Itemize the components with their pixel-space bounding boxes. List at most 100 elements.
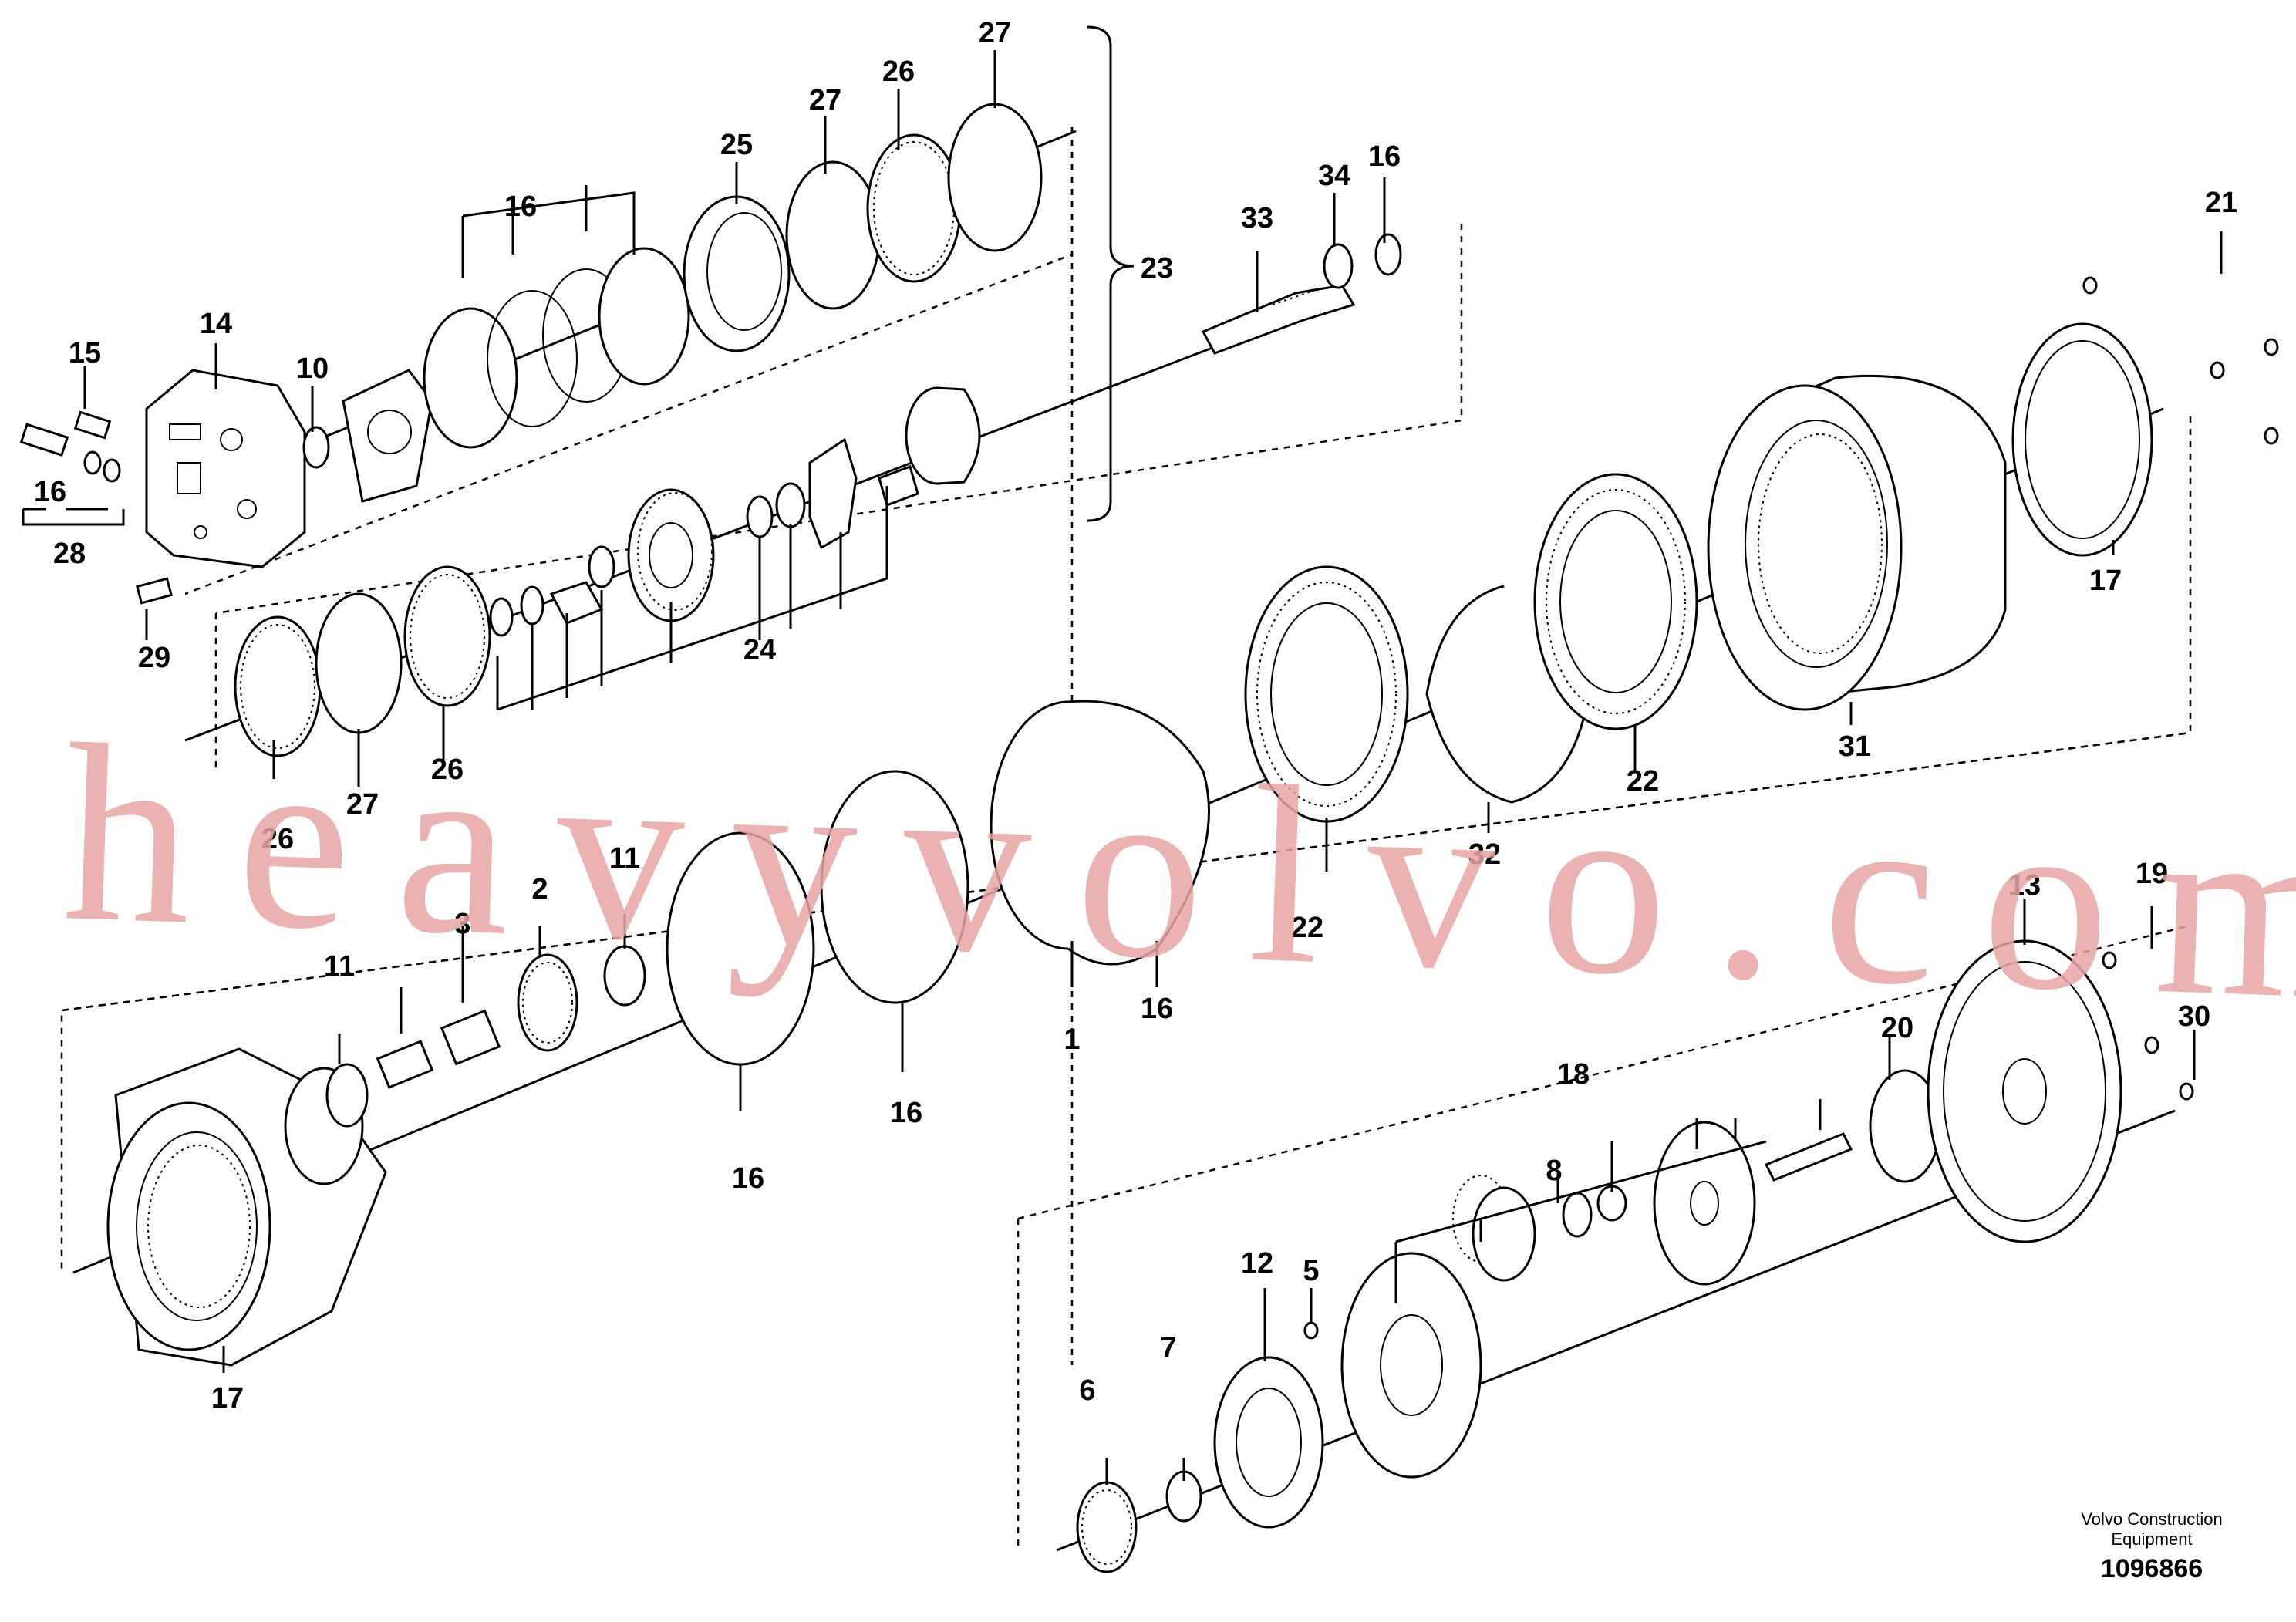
bearing — [1323, 243, 1354, 289]
callout-16: 16 — [1368, 140, 1401, 173]
callout-21: 21 — [2205, 187, 2237, 219]
sun-gear — [1076, 1481, 1138, 1573]
carrier-assembly — [1017, 924, 2194, 1573]
callout-31: 31 — [1839, 730, 1871, 763]
callout-30: 30 — [2178, 1000, 2210, 1033]
callout-16: 16 — [732, 1162, 764, 1195]
title-block: Volvo Construction Equipment 1096866 — [2081, 1509, 2222, 1583]
separator-plate — [947, 103, 1043, 252]
o-ring — [598, 247, 690, 386]
valve-block — [145, 369, 306, 568]
brake-piston — [683, 195, 791, 352]
callout-3: 3 — [454, 908, 470, 940]
seal-ring — [820, 770, 969, 1004]
roller-bearing — [1244, 565, 1409, 823]
planet-gear — [517, 953, 578, 1052]
retainer-plate — [808, 437, 858, 550]
callout-13: 13 — [2008, 869, 2041, 902]
cover-ring — [2011, 322, 2153, 557]
friction-plate — [403, 565, 491, 707]
watermark: heavyvolvo.com — [59, 692, 2296, 1055]
callout-18: 18 — [1557, 1058, 1590, 1091]
o-ring — [487, 290, 578, 427]
cylinder-block — [627, 488, 715, 622]
planet-carrier — [1340, 1175, 1536, 1479]
spring-holder — [549, 581, 604, 625]
callout-27: 27 — [979, 17, 1011, 49]
swash-plate — [905, 386, 981, 485]
callout-19: 19 — [2136, 858, 2168, 890]
callout-17: 17 — [2089, 565, 2122, 597]
callout-11: 11 — [609, 842, 640, 875]
callout-26: 26 — [431, 754, 464, 786]
snap-ring — [489, 597, 514, 637]
callout-22: 22 — [1627, 765, 1659, 798]
callout-29: 29 — [138, 642, 170, 674]
callout-26: 26 — [882, 56, 915, 88]
drive-shaft — [1201, 284, 1356, 355]
roller-bearing — [1533, 473, 1698, 730]
callout-28: 28 — [53, 538, 86, 570]
sun-gear-shaft — [1764, 1132, 1853, 1182]
thrust-plate — [1213, 1356, 1324, 1529]
fitting — [19, 410, 174, 605]
washer — [520, 585, 544, 626]
thrust-plate — [1653, 1121, 1756, 1286]
needle-bearing — [1562, 1192, 1593, 1238]
hub-assembly — [60, 276, 2279, 1367]
callout-7: 7 — [1160, 1332, 1176, 1364]
upper-assembly — [19, 25, 1463, 1365]
friction-plate — [866, 133, 962, 283]
bolt — [2082, 276, 2279, 445]
callout-25: 25 — [720, 129, 753, 161]
leader-lines — [22, 50, 2223, 1485]
callout-23: 23 — [1141, 252, 1173, 285]
brand-line-1: Volvo Construction — [2081, 1509, 2222, 1529]
callout-14: 14 — [200, 308, 232, 340]
callout-16: 16 — [890, 1097, 922, 1129]
floating-seal — [990, 700, 1210, 966]
drawing-number: 1096866 — [2101, 1554, 2203, 1583]
callout-24: 24 — [743, 634, 776, 666]
callout-27: 27 — [809, 84, 841, 116]
callout-2: 2 — [531, 873, 548, 905]
bearing — [775, 482, 806, 528]
separator-plate — [785, 160, 881, 310]
snap-ring — [746, 495, 774, 538]
callout-11: 11 — [324, 950, 355, 983]
ring-gear-housing — [1707, 374, 2007, 711]
group-frame-line — [1017, 924, 2191, 1220]
hub-carrier — [106, 1047, 387, 1367]
callout-6: 6 — [1079, 1374, 1095, 1407]
brand-line-2: Equipment — [2111, 1529, 2192, 1549]
seal — [1374, 233, 1402, 276]
needle-bearing — [440, 1009, 501, 1066]
callout-12: 12 — [1241, 1247, 1273, 1280]
callout-16: 16 — [1141, 993, 1173, 1025]
bracket-23 — [1087, 25, 1135, 522]
callout-32: 32 — [1468, 838, 1501, 871]
bolt — [1303, 1321, 1319, 1340]
callout-15: 15 — [69, 337, 101, 369]
callout-22: 22 — [1291, 912, 1323, 944]
pin — [878, 465, 919, 507]
o-ring — [423, 307, 518, 449]
washer — [588, 545, 615, 588]
callout-5: 5 — [1303, 1255, 1319, 1287]
group-frame-line — [60, 416, 2192, 1273]
port-plate — [342, 369, 433, 503]
callout-27: 27 — [346, 788, 379, 821]
bolt — [2102, 951, 2194, 1101]
callout-8: 8 — [1546, 1155, 1562, 1187]
callout-labels: 27 26 27 25 16 23 14 15 10 16 28 29 24 2… — [34, 17, 2237, 1415]
bushing — [376, 1040, 434, 1089]
callout-16: 16 — [504, 191, 537, 223]
callout-20: 20 — [1881, 1012, 1913, 1044]
callout-26: 26 — [261, 823, 294, 855]
callout-16: 16 — [34, 476, 66, 508]
callout-34: 34 — [1318, 160, 1350, 192]
callout-17: 17 — [211, 1382, 244, 1415]
group-frame-line — [184, 127, 1074, 595]
callout-33: 33 — [1241, 202, 1273, 234]
